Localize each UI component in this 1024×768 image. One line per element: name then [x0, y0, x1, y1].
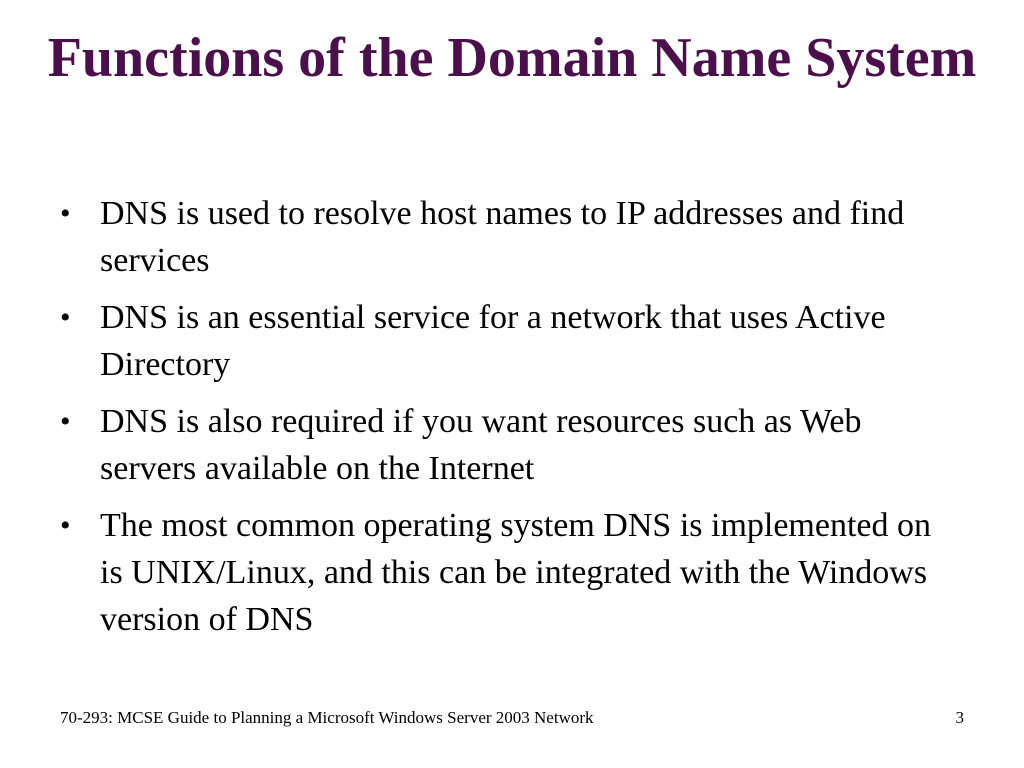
bullet-item: • DNS is used to resolve host names to I… — [60, 190, 940, 284]
bullet-text: The most common operating system DNS is … — [100, 507, 932, 638]
bullet-text: DNS is an essential service for a networ… — [100, 299, 886, 383]
page-number: 3 — [955, 708, 965, 727]
bullet-marker-icon: • — [60, 301, 71, 334]
bullet-list: • DNS is used to resolve host names to I… — [60, 190, 940, 653]
bullet-item: • DNS is an essential service for a netw… — [60, 294, 940, 388]
bullet-marker-icon: • — [60, 509, 71, 542]
footer-text: 70-293: MCSE Guide to Planning a Microso… — [60, 708, 594, 727]
slide-title: Functions of the Domain Name System — [47, 27, 977, 89]
bullet-text: DNS is used to resolve host names to IP … — [100, 195, 905, 279]
bullet-item: • DNS is also required if you want resou… — [60, 398, 940, 492]
bullet-item: • The most common operating system DNS i… — [60, 502, 940, 643]
bullet-marker-icon: • — [60, 405, 71, 438]
bullet-marker-icon: • — [60, 197, 71, 230]
slide-footer: 70-293: MCSE Guide to Planning a Microso… — [60, 708, 964, 728]
bullet-text: DNS is also required if you want resourc… — [100, 403, 862, 487]
